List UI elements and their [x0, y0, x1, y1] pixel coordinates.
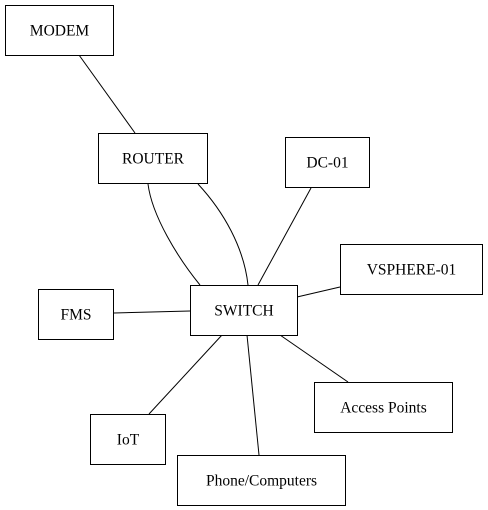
edge-switch-phone-computers	[246, 334, 260, 456]
node-vsphere01: VSPHERE-01	[340, 244, 483, 295]
edge-router-switch-left	[147, 183, 201, 286]
edge-fms-switch	[113, 310, 191, 314]
node-access-points-box	[314, 382, 453, 433]
edge-switch-access-points	[279, 334, 349, 383]
edge-dc01-switch	[257, 187, 312, 286]
edge-switch-iot	[148, 334, 223, 415]
node-router-box	[98, 133, 208, 184]
node-phone-computers: Phone/Computers	[177, 455, 346, 506]
node-modem-box	[5, 5, 114, 56]
node-phone-computers-box	[177, 455, 346, 506]
node-vsphere01-label: VSPHERE-01	[367, 262, 457, 279]
node-fms-label: FMS	[60, 307, 91, 324]
node-dc01-box	[285, 137, 370, 188]
node-router: ROUTER	[98, 133, 208, 184]
node-switch-box	[190, 285, 298, 336]
node-iot-label: IoT	[117, 432, 140, 449]
edge-vsphere01-switch	[296, 286, 341, 298]
node-vsphere01-box	[340, 244, 483, 295]
edge-modem-router	[78, 54, 136, 134]
node-access-points-label: Access Points	[340, 400, 427, 417]
node-modem: MODEM	[5, 5, 114, 56]
node-dc01-label: DC-01	[306, 155, 348, 172]
node-switch: SWITCH	[190, 285, 298, 336]
edge-router-switch-right	[197, 183, 249, 286]
node-dc01: DC-01	[285, 137, 370, 188]
node-iot: IoT	[90, 414, 166, 465]
node-access-points: Access Points	[314, 382, 453, 433]
node-modem-label: MODEM	[30, 23, 90, 40]
node-fms: FMS	[38, 289, 114, 340]
node-fms-box	[38, 289, 114, 340]
node-switch-label: SWITCH	[214, 303, 273, 320]
node-iot-box	[90, 414, 166, 465]
edges	[78, 54, 349, 456]
node-phone-computers-label: Phone/Computers	[206, 473, 317, 490]
node-router-label: ROUTER	[122, 151, 185, 168]
